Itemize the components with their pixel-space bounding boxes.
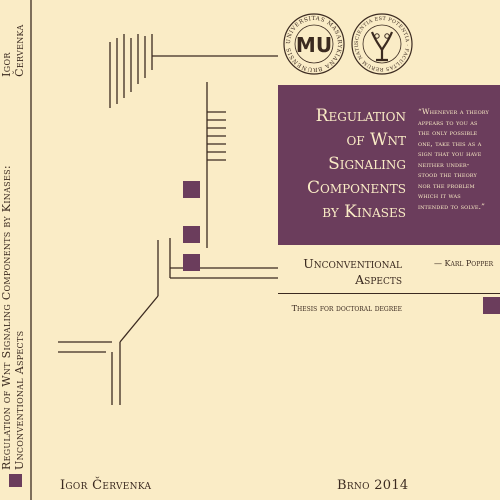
- quote-line: stood the theory: [418, 170, 477, 179]
- quote-line: which it was: [418, 191, 461, 200]
- accent-square-1: [183, 181, 200, 198]
- spine-author: Igor Červenka: [0, 24, 26, 77]
- title-panel: [278, 85, 500, 245]
- quote-line: the only possible: [418, 128, 478, 137]
- spine-text: Regulation of Wnt Signaling Components b…: [0, 0, 26, 470]
- title-line: of Wnt: [346, 130, 406, 150]
- title-line: Regulation: [315, 106, 406, 126]
- accent-square-2: [183, 226, 200, 243]
- faculty-of-science-seal-icon: SCIENTIA EST POTENTIA · FACULTAS RERUM N…: [350, 12, 413, 75]
- seal-left-monogram: MU: [296, 33, 332, 57]
- subtitle-divider: [278, 293, 500, 295]
- quote-line: one, take this as a: [418, 138, 482, 148]
- author-name: Igor Červenka: [60, 478, 152, 493]
- subtitle-line: Unconventional: [303, 256, 402, 271]
- quote-line: nor the problem: [418, 180, 475, 190]
- quote-line: sign that you have: [418, 149, 482, 158]
- quote-line: “Whenever a theory: [418, 107, 489, 116]
- place-year: Brno 2014: [337, 478, 409, 493]
- title-line: Components: [306, 178, 406, 198]
- quote-line: intended to solve.”: [418, 201, 485, 211]
- quote-line: neither under-: [418, 159, 470, 169]
- epigraph-quote: “Whenever a theory appears to you as the…: [418, 107, 500, 212]
- book-subtitle: Unconventional Aspects: [282, 256, 402, 288]
- subtitle-line: Aspects: [355, 272, 402, 287]
- book-title: Regulation of Wnt Signaling Components b…: [282, 104, 406, 224]
- masaryk-university-seal-icon: UNIVERSITAS MASARYKIANA BRUNENSIS MU: [283, 13, 345, 75]
- spine-title: Regulation of Wnt Signaling Components b…: [0, 165, 26, 470]
- spine-accent-square: [9, 474, 22, 487]
- quote-attribution: — Karl Popper: [434, 259, 494, 268]
- title-line: Signaling: [328, 154, 406, 174]
- quote-line: appears to you as: [418, 117, 478, 127]
- accent-square-4: [483, 297, 500, 314]
- degree-label: Thesis for doctoral degree: [291, 303, 402, 313]
- title-line: by Kinases: [322, 202, 406, 222]
- accent-square-3: [183, 254, 200, 271]
